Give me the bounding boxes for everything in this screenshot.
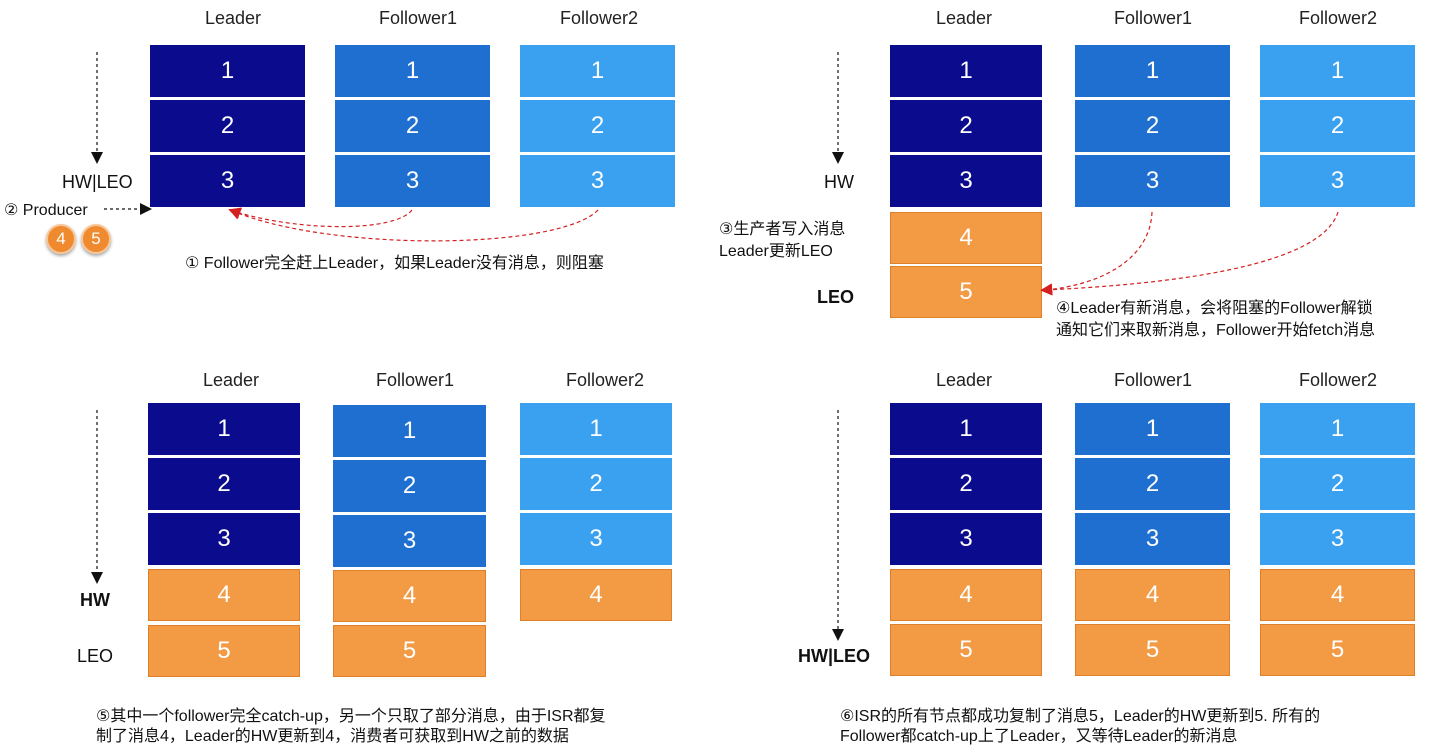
follower1-message-5: 5: [1075, 624, 1230, 676]
step3-note-line1: ③生产者写入消息: [719, 221, 846, 238]
hw-leo-label: HW|LEO: [798, 646, 871, 666]
leader-message-1: 1: [890, 45, 1042, 97]
step4-note-line1: ④Leader有新消息，会将阻塞的Follower解锁: [1056, 300, 1373, 317]
follower1-message-5: 5: [333, 625, 486, 677]
leader-message-2: 2: [890, 100, 1042, 152]
follower1-message-3: 3: [335, 155, 490, 207]
follower1-header: Follower1: [1113, 8, 1193, 28]
leader-message-5: 5: [890, 624, 1042, 676]
step6-note-line2: Follower都catch-up上了Leader，又等待Leader的新消息: [840, 728, 1238, 745]
leader-header: Leader: [204, 8, 262, 28]
leader-header: Leader: [935, 8, 993, 28]
leader-message-4: 4: [890, 212, 1042, 264]
hw-leo-label: HW|LEO: [62, 172, 133, 192]
follower1-message-2: 2: [335, 100, 490, 152]
follower2-header: Follower2: [565, 370, 645, 390]
leader-message-1: 1: [150, 45, 305, 97]
follower1-header: Follower1: [1113, 370, 1193, 390]
step6-note-line1: ⑥ISR的所有节点都成功复制了消息5，Leader的HW更新到5. 所有的: [840, 708, 1321, 725]
step5-note-line1: ⑤其中一个follower完全catch-up，另一个只取了部分消息，由于ISR…: [96, 708, 606, 725]
leader-header: Leader: [935, 370, 993, 390]
follower1-fetch-arrow: [228, 207, 413, 228]
leader-message-2: 2: [150, 100, 305, 152]
producer-message-badge: 4: [46, 224, 76, 254]
follower1-message-2: 2: [333, 460, 486, 512]
follower1-message-3: 3: [333, 515, 486, 567]
follower2-header: Follower2: [1298, 370, 1378, 390]
follower1-message-3: 3: [1075, 513, 1230, 565]
follower1-message-4: 4: [333, 570, 486, 622]
leader-message-3: 3: [148, 513, 300, 565]
leader-message-3: 3: [890, 513, 1042, 565]
hw-label: HW: [80, 590, 110, 610]
follower2-header: Follower2: [1298, 8, 1378, 28]
hw-label: HW: [824, 172, 854, 192]
leo-label: LEO: [817, 287, 855, 307]
follower2-header: Follower2: [559, 8, 639, 28]
follower2-message-3: 3: [1260, 513, 1415, 565]
follower1-message-1: 1: [1075, 45, 1230, 97]
follower2-fetch-arrow: [228, 208, 599, 242]
leader-message-4: 4: [148, 569, 300, 621]
step4-note-line2: 通知它们来取新消息，Follower开始fetch消息: [1056, 322, 1376, 339]
follower1-message-2: 2: [1075, 100, 1230, 152]
leader-message-5: 5: [890, 266, 1042, 318]
producer-message-badge: 5: [81, 224, 111, 254]
step5-note-line2: 制了消息4，Leader的HW更新到4，消费者可获取到HW之前的数据: [96, 728, 569, 745]
follower2-message-2: 2: [1260, 458, 1415, 510]
follower2-message-3: 3: [1260, 155, 1415, 207]
follower2-message-1: 1: [1260, 403, 1415, 455]
follower1-header: Follower1: [375, 370, 455, 390]
follower1-fetch-arrow: [1040, 211, 1153, 296]
follower2-message-4: 4: [520, 569, 672, 621]
leader-message-5: 5: [148, 625, 300, 677]
follower2-message-4: 4: [1260, 569, 1415, 621]
follower1-message-2: 2: [1075, 458, 1230, 510]
leo-label: LEO: [77, 646, 114, 666]
leader-header: Leader: [202, 370, 260, 390]
follower2-message-2: 2: [520, 458, 672, 510]
leader-message-4: 4: [890, 569, 1042, 621]
follower2-message-2: 2: [520, 100, 675, 152]
follower2-message-3: 3: [520, 513, 672, 565]
leader-message-3: 3: [150, 155, 305, 207]
follower1-message-1: 1: [335, 45, 490, 97]
follower2-message-1: 1: [520, 45, 675, 97]
follower1-message-3: 3: [1075, 155, 1230, 207]
step3-note-line2: Leader更新LEO: [719, 243, 833, 260]
follower1-message-1: 1: [1075, 403, 1230, 455]
producer-label: ② Producer: [4, 202, 88, 219]
leader-message-2: 2: [890, 458, 1042, 510]
follower1-header: Follower1: [378, 8, 458, 28]
follower2-message-2: 2: [1260, 100, 1415, 152]
step1-note: ① Follower完全赶上Leader，如果Leader没有消息，则阻塞: [185, 255, 604, 272]
follower2-fetch-arrow: [1040, 211, 1339, 296]
leader-message-2: 2: [148, 458, 300, 510]
follower2-message-5: 5: [1260, 624, 1415, 676]
follower2-message-1: 1: [1260, 45, 1415, 97]
follower2-message-3: 3: [520, 155, 675, 207]
leader-message-3: 3: [890, 155, 1042, 207]
leader-message-1: 1: [148, 403, 300, 455]
follower2-message-1: 1: [520, 403, 672, 455]
follower1-message-4: 4: [1075, 569, 1230, 621]
follower1-message-1: 1: [333, 405, 486, 457]
leader-message-1: 1: [890, 403, 1042, 455]
